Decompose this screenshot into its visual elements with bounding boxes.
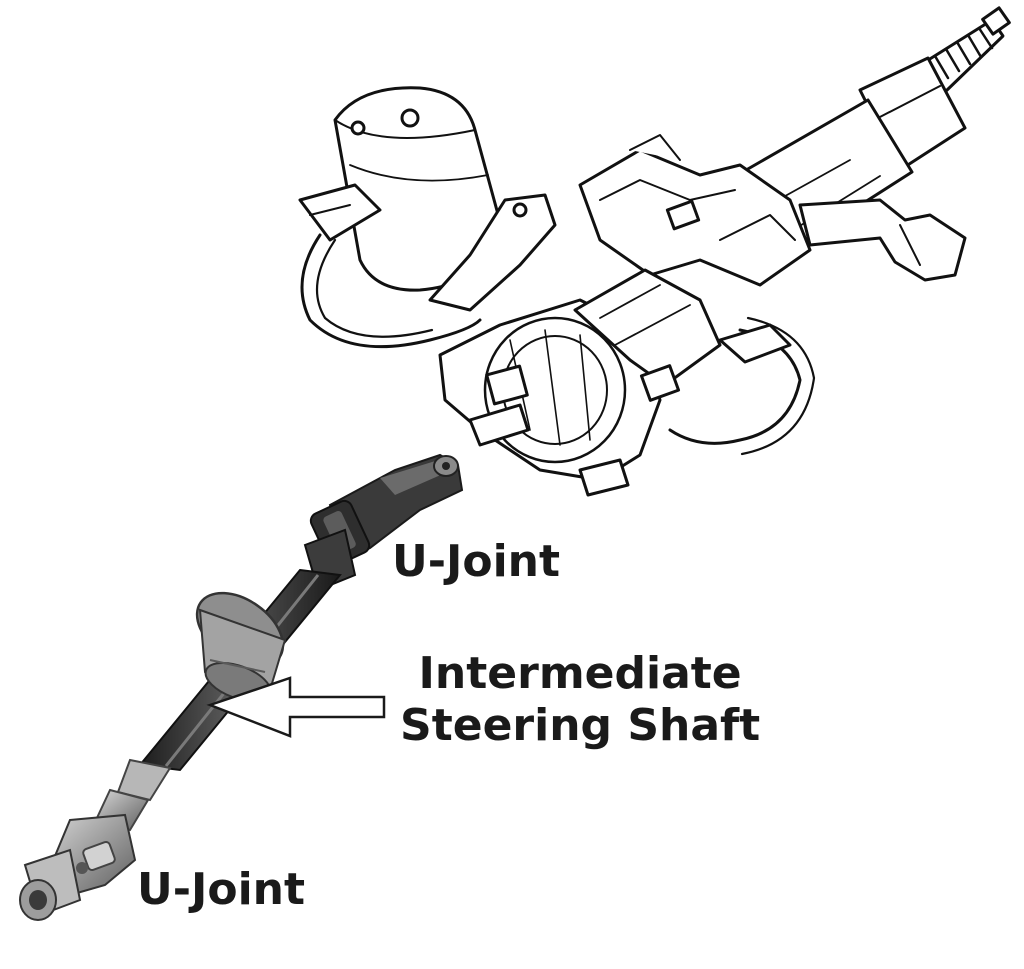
lower-u-joint — [19, 813, 137, 921]
eps-motor — [298, 86, 507, 292]
lower-u-joint-label: U-Joint — [137, 864, 306, 915]
column-spline-end — [923, 6, 1011, 94]
wiring-harness — [300, 233, 816, 456]
hollow-arrow-left-icon — [206, 676, 386, 738]
intermediate-shaft-label-line1: Intermediate — [418, 648, 742, 699]
column-mount-bracket — [578, 134, 812, 287]
shaft-boot-collar — [195, 591, 287, 703]
motor-flange — [428, 193, 557, 312]
tilt-lever — [798, 198, 967, 282]
gear-housing — [438, 298, 662, 497]
intermediate-shaft-label: Intermediate Steering Shaft — [400, 648, 760, 752]
column-mid-tube — [573, 268, 722, 402]
upper-u-joint-label: U-Joint — [392, 536, 561, 587]
intermediate-shaft-label-line2: Steering Shaft — [400, 699, 761, 751]
steering-column-drawing — [298, 6, 1011, 497]
intermediate-shaft-assembly — [19, 453, 464, 921]
